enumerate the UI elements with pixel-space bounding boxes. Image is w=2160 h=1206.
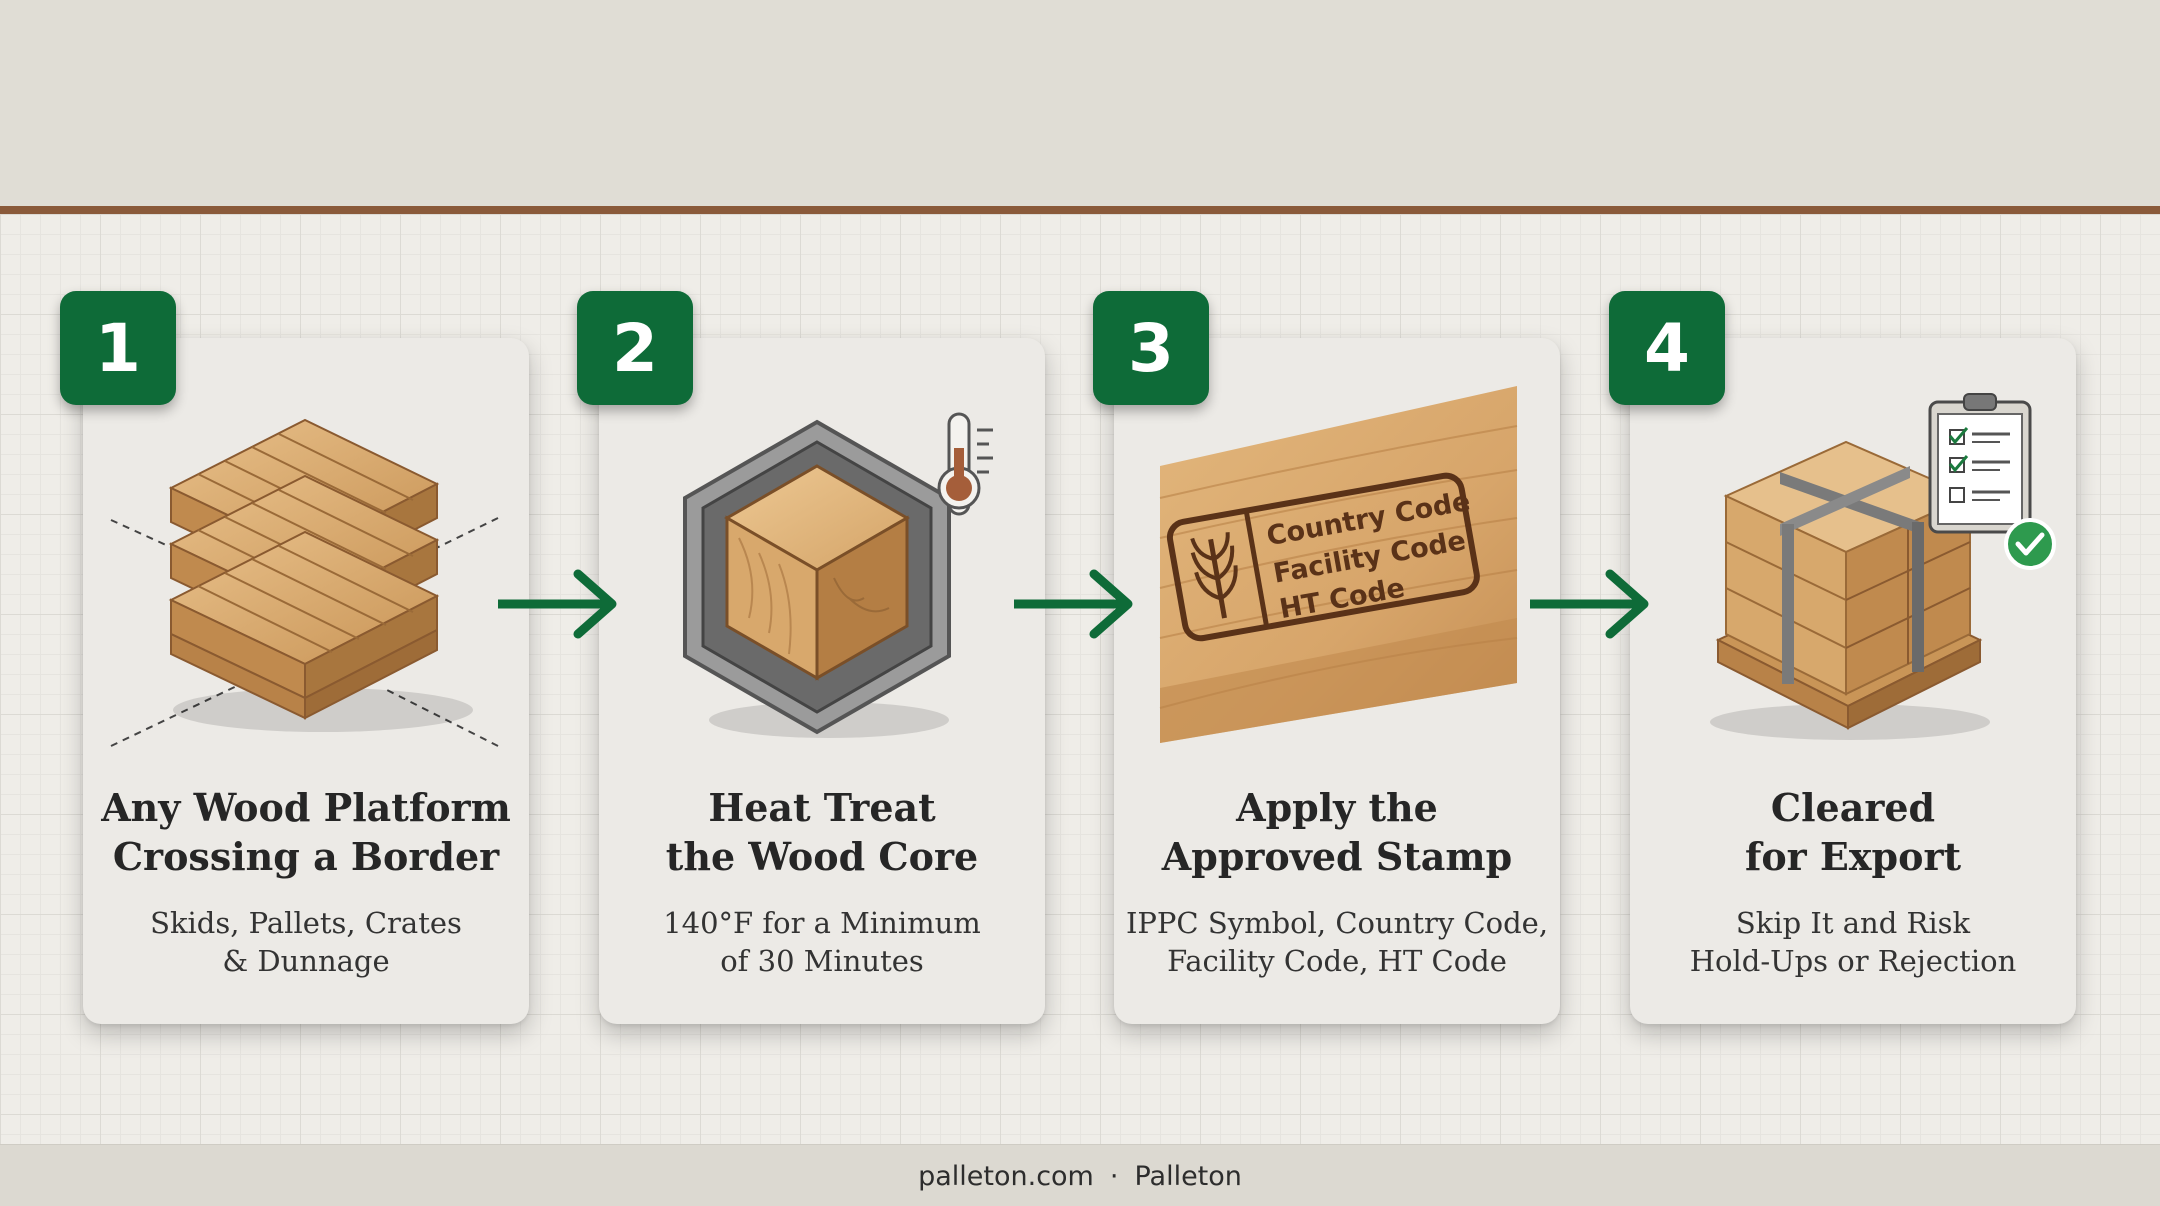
step-badge-1: 1 — [60, 291, 176, 405]
header-divider — [0, 206, 2160, 214]
footer-site-link[interactable]: palleton.com — [918, 1160, 1094, 1192]
step-card-3: Country Code Facility Code HT Code Apply… — [1114, 338, 1560, 1024]
arrow-right-icon — [1014, 569, 1133, 639]
step-badge-3: 3 — [1093, 291, 1209, 405]
stamped-wood-icon: Country Code Facility Code HT Code — [1159, 386, 1518, 743]
step-description: Skids, Pallets, Crates& Dunnage — [150, 906, 462, 978]
arrow-right-icon — [498, 569, 617, 639]
pallet-stack-icon — [110, 418, 499, 747]
footer-brand: Palleton — [1134, 1160, 1242, 1192]
footer-separator: · — [1109, 1160, 1119, 1192]
export-shipment-icon — [1710, 393, 2056, 740]
header-band — [0, 0, 2160, 206]
arrow-right-icon — [1530, 569, 1649, 639]
heat-treat-chamber-icon — [683, 412, 993, 738]
footer: palleton.com · Palleton — [0, 1144, 2160, 1206]
step-description: IPPC Symbol, Country Code,Facility Code,… — [1125, 906, 1549, 978]
step-badge-2: 2 — [577, 291, 693, 405]
step-badge-4: 4 — [1609, 291, 1725, 405]
